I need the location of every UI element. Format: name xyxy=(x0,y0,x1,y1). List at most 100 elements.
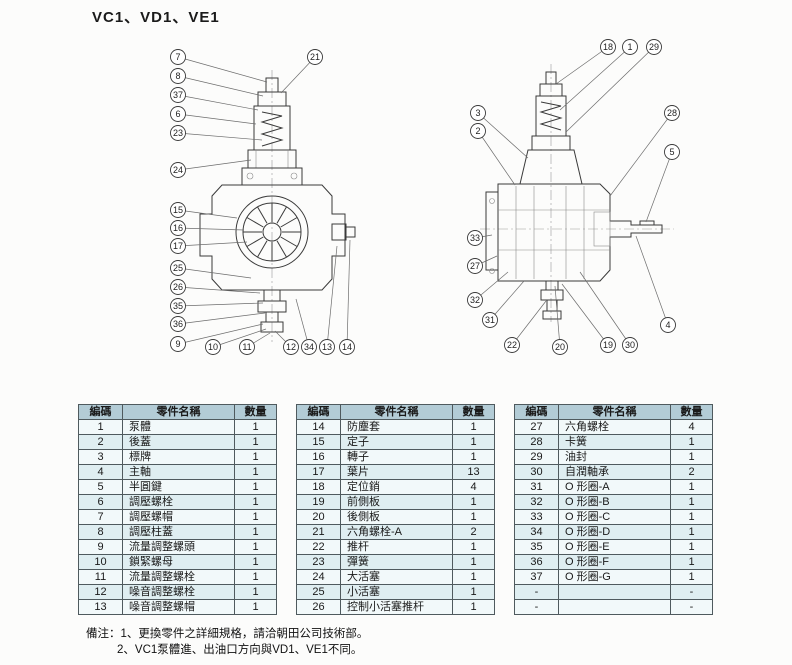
cam-ring-circle xyxy=(235,195,309,269)
part-qty: 1 xyxy=(234,539,277,555)
callout-leader xyxy=(177,227,245,231)
part-qty: 13 xyxy=(452,464,495,480)
callout-leader xyxy=(177,94,259,111)
callout-bubble-15 xyxy=(170,202,186,218)
part-name: 六角螺栓 xyxy=(558,419,671,435)
part-name: 轉子 xyxy=(340,449,453,465)
vane-line xyxy=(246,236,264,247)
callout-number: 9 xyxy=(175,339,180,349)
callout-bubble-20 xyxy=(552,339,568,355)
part-qty: 1 xyxy=(452,509,495,525)
part-code: 23 xyxy=(296,554,341,570)
callout-number: 29 xyxy=(649,42,659,52)
callout-number: 12 xyxy=(286,342,296,352)
part-name: O 形圈-E xyxy=(558,539,671,555)
callout-bubble-27 xyxy=(467,258,483,274)
part-name: 後側板 xyxy=(340,509,453,525)
part-name: O 形圈-A xyxy=(558,479,671,495)
callout-bubble-32 xyxy=(467,292,483,308)
part-qty: 1 xyxy=(452,584,495,600)
part-qty: 4 xyxy=(452,479,495,495)
spring xyxy=(260,111,284,147)
callout-number: 14 xyxy=(342,342,352,352)
callout-number: 6 xyxy=(175,109,180,119)
part-code: 18 xyxy=(296,479,341,495)
callout-bubble-35 xyxy=(170,298,186,314)
part-name: 半圓鍵 xyxy=(122,479,235,495)
callout-leader xyxy=(177,302,264,307)
part-code: 13 xyxy=(78,599,123,615)
part-code: 3 xyxy=(78,449,123,465)
callout-bubble-16 xyxy=(170,220,186,236)
part-name: 大活塞 xyxy=(340,569,453,585)
control-piston-screw xyxy=(546,299,558,312)
part-qty: 1 xyxy=(452,569,495,585)
part-name: 標牌 xyxy=(122,449,235,465)
right-assembly-drawing xyxy=(480,64,674,322)
part-qty: 1 xyxy=(452,554,495,570)
part-qty: 1 xyxy=(234,464,277,480)
callout-bubble-25 xyxy=(170,260,186,276)
part-code: 11 xyxy=(78,569,123,585)
callout-bubble-7 xyxy=(170,49,186,65)
callout-leader xyxy=(346,239,351,348)
vane-line xyxy=(276,240,287,258)
part-qty: 1 xyxy=(670,479,713,495)
part-code: 35 xyxy=(514,539,559,555)
part-code: 21 xyxy=(296,524,341,540)
part-code: 28 xyxy=(514,434,559,450)
callout-number: 16 xyxy=(173,223,183,233)
part-code: 15 xyxy=(296,434,341,450)
flange-bolt xyxy=(489,268,495,274)
vane-line xyxy=(246,217,264,228)
callout-bubble-22 xyxy=(504,337,520,353)
part-qty: 1 xyxy=(234,599,277,615)
callout-number: 36 xyxy=(173,319,183,329)
part-code: 29 xyxy=(514,449,559,465)
callout-number: 35 xyxy=(173,301,183,311)
header-row: 編碼零件名稱數量 xyxy=(514,404,713,420)
part-code: 9 xyxy=(78,539,123,555)
part-name: O 形圈-C xyxy=(558,509,671,525)
part-qty: 2 xyxy=(670,464,713,480)
callout-leader xyxy=(177,132,263,141)
callout-bubble-6 xyxy=(170,106,186,122)
part-name: 卡簧 xyxy=(558,434,671,450)
part-code: 19 xyxy=(296,494,341,510)
callout-number: 4 xyxy=(665,320,670,330)
callout-leader xyxy=(579,271,631,346)
part-name: 定位銷 xyxy=(340,479,453,495)
part-name: 前側板 xyxy=(340,494,453,510)
part-qty: 1 xyxy=(452,449,495,465)
callout-number: 15 xyxy=(173,205,183,215)
part-qty: - xyxy=(670,599,713,615)
part-code: 14 xyxy=(296,419,341,435)
callout-number: 7 xyxy=(175,52,180,62)
callout-leader xyxy=(555,46,609,85)
part-code: 27 xyxy=(514,419,559,435)
part-qty: 1 xyxy=(234,449,277,465)
footnote-line-2: 2、VC1泵體進、出油口方向與VD1、VE1不同。 xyxy=(117,644,363,656)
callout-bubble-30 xyxy=(622,337,638,353)
part-qty: 1 xyxy=(234,479,277,495)
callout-number: 19 xyxy=(603,340,613,350)
part-name: 泵體 xyxy=(122,419,235,435)
callout-leader xyxy=(177,159,252,171)
